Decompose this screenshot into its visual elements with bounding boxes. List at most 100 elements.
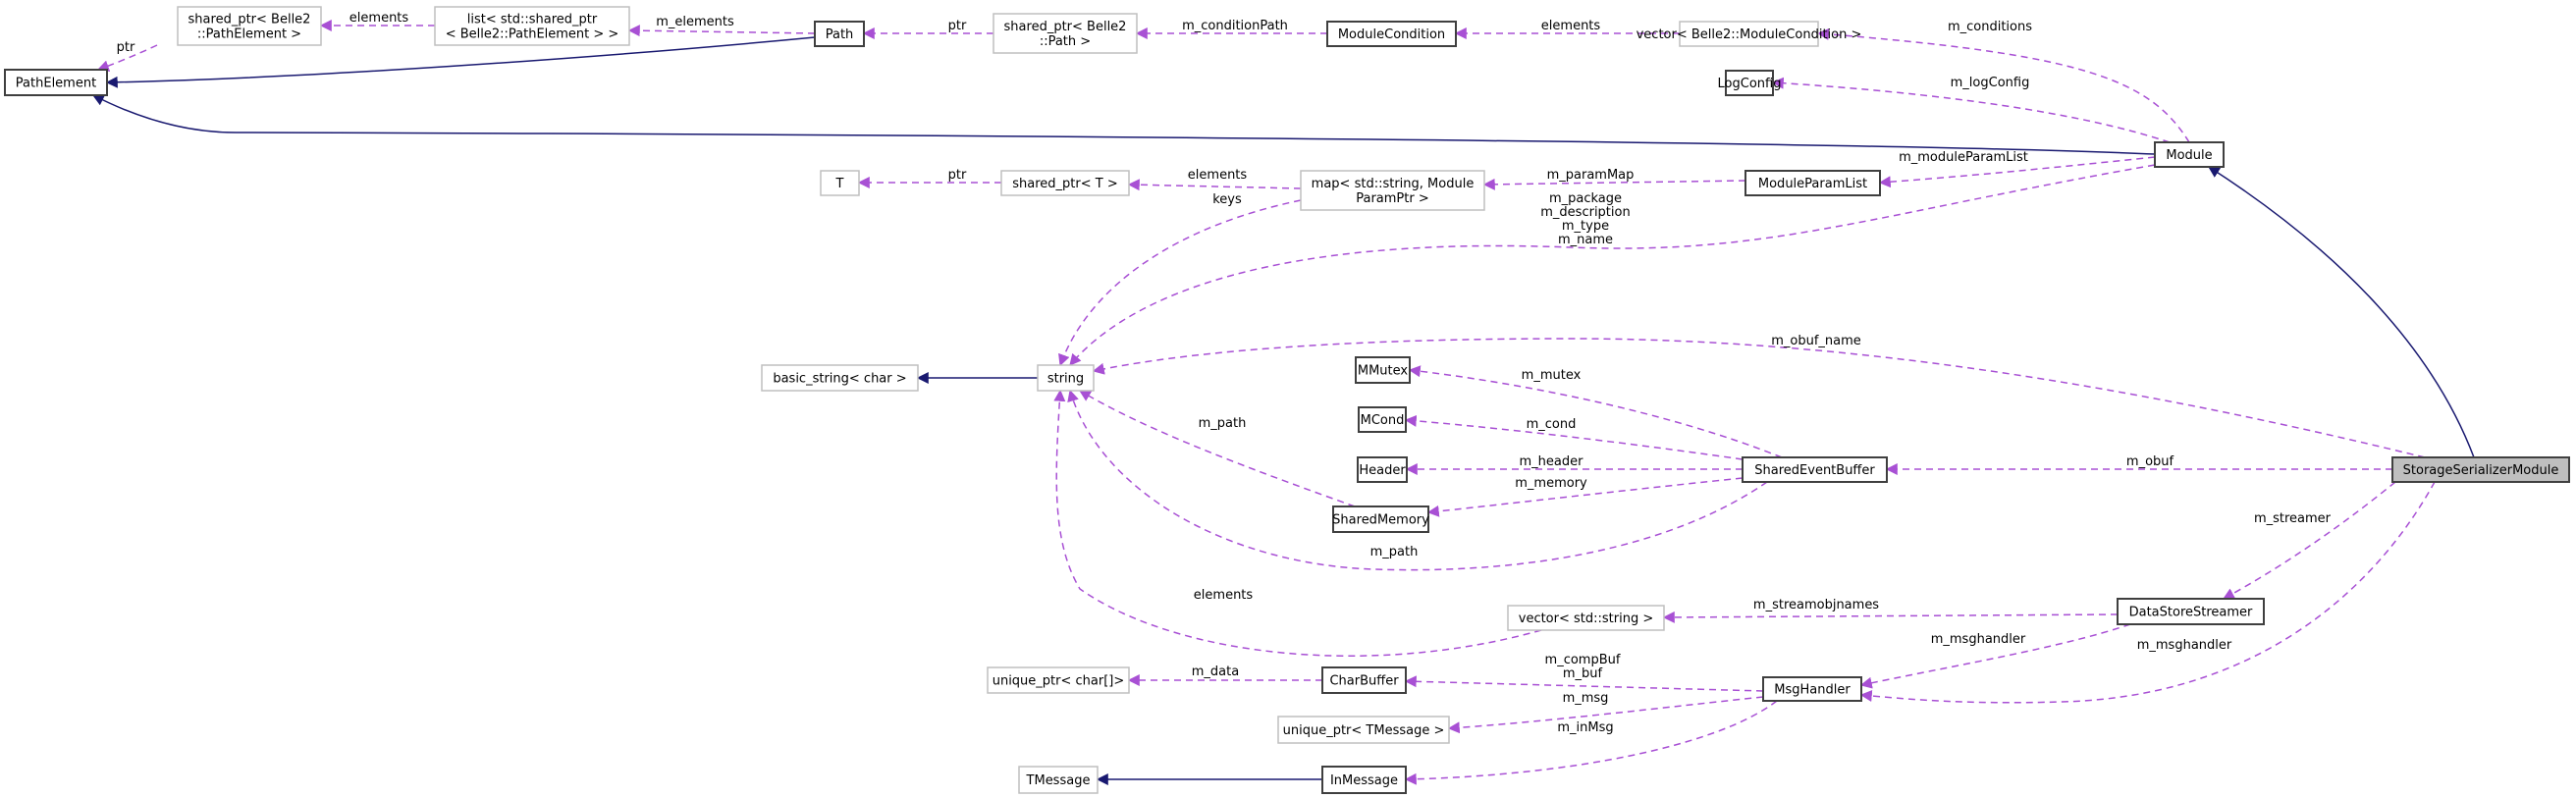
edge-label: m_path [1370, 545, 1419, 559]
edge-label-line: m_header [1520, 454, 1584, 469]
node-label: < Belle2::PathElement > > [446, 27, 619, 42]
usage-edge-msg_handler-to-unique_ptr_tmessage [1447, 696, 1764, 734]
node-label: ::Path > [1040, 34, 1091, 49]
node-label: SharedEventBuffer [1754, 463, 1875, 478]
edge-label-line: m_msg [1563, 691, 1609, 706]
edge-label-line: m_streamer [2254, 511, 2332, 526]
node-label: ::PathElement > [197, 27, 301, 42]
node-label: DataStoreStreamer [2129, 606, 2253, 620]
edge-label-line: elements [1541, 19, 1601, 33]
node-char-buffer[interactable]: CharBuffer [1321, 666, 1407, 694]
node-msg-handler[interactable]: MsgHandler [1762, 676, 1862, 702]
edge-label: elements [349, 11, 409, 26]
edge-label-line: ptr [948, 19, 967, 33]
node-module-param-list[interactable]: ModuleParamList [1744, 170, 1881, 196]
node-label: Path [826, 27, 854, 42]
edge-label-line: m_conditionPath [1182, 19, 1288, 33]
edge-label-line: m_conditions [1948, 20, 2032, 34]
node-label: MsgHandler [1774, 683, 1851, 698]
node-header[interactable]: Header [1357, 456, 1408, 483]
usage-edge-vector_string-to-string [1053, 389, 1542, 657]
node-box [2154, 141, 2225, 168]
node-box [1742, 456, 1888, 483]
edge-label-line: m_obuf_name [1771, 334, 1861, 348]
node-label: MCond [1361, 413, 1405, 428]
node-box [1300, 170, 1485, 211]
edge-label: m_obuf_name [1771, 334, 1861, 348]
edge-label: m_cond [1527, 417, 1577, 432]
node-log-config[interactable]: LogConfig [1718, 70, 1782, 96]
edge-label-line: m_name [1558, 233, 1613, 247]
node-label: StorageSerializerModule [2403, 463, 2559, 478]
usage-edge-storage_serializer_module-to-string [1092, 338, 2426, 458]
edge-label: m_logConfig [1951, 76, 2030, 90]
node-box [1744, 170, 1881, 196]
edge-label: m_header [1520, 454, 1584, 469]
node-box [1000, 170, 1130, 196]
node-label: unique_ptr< char[]> [993, 674, 1125, 689]
node-label: vector< Belle2::ModuleCondition > [1637, 27, 1862, 42]
usage-edge-shared_event_buffer-to-string [1067, 389, 1768, 571]
node-shared-memory[interactable]: SharedMemory [1332, 505, 1429, 533]
node-box [993, 13, 1138, 54]
node-label: map< std::string, Module [1312, 177, 1475, 191]
edge-label: m_mutex [1522, 368, 1582, 383]
edge-label: m_conditions [1948, 20, 2032, 34]
node-mcond[interactable]: MCond [1358, 406, 1407, 433]
edge-label-line: m_buf [1563, 666, 1603, 681]
edge-label-line: ptr [117, 40, 135, 55]
edge-label: m_streamer [2254, 511, 2332, 526]
usage-edge-module-to-module_param_list [1878, 156, 2156, 188]
node-shared-event-buffer[interactable]: SharedEventBuffer [1742, 456, 1888, 483]
node-label: ModuleParamList [1758, 177, 1867, 191]
edge-label: m_memory [1515, 476, 1587, 491]
node-storage-serializer-module: StorageSerializerModule [2391, 456, 2570, 483]
nodes-layer: PathElement shared_ptr< Belle2::PathEleme… [4, 6, 2570, 794]
node-box [1037, 364, 1095, 392]
node-label: ModuleCondition [1338, 27, 1445, 42]
usage-edge-storage_serializer_module-to-data_store_streamer [2222, 481, 2396, 600]
edge-label-line: m_mutex [1522, 368, 1582, 383]
node-label: string [1047, 372, 1084, 387]
node-mmutex[interactable]: MMutex [1355, 356, 1411, 384]
usage-edge-shared_event_buffer-to-mmutex [1408, 365, 1783, 458]
node-box [1321, 766, 1407, 794]
node-box [761, 364, 919, 392]
node-path[interactable]: Path [814, 21, 865, 47]
usage-edge-shared_event_buffer-to-mcond [1404, 414, 1744, 460]
edge-label: elements [1188, 168, 1248, 183]
edge-label-line: m_inMsg [1557, 720, 1613, 735]
node-box [1358, 406, 1407, 433]
node-shared-ptr-path-element: shared_ptr< Belle2::PathElement > [177, 6, 322, 46]
edge-label: m_msghandler [1931, 632, 2026, 647]
usage-edge-path-to-list_shared_ptr [627, 25, 816, 37]
usage-edge-shared_event_buffer-to-shared_memory [1426, 477, 1744, 517]
node-label: Header [1359, 463, 1406, 478]
edge-label: elements [1194, 588, 1254, 603]
node-data-store-streamer[interactable]: DataStoreStreamer [2117, 598, 2265, 625]
usage-edge-module_param_list-to-map_param [1482, 178, 1746, 190]
node-basic-string: basic_string< char > [761, 364, 919, 392]
usage-edge-data_store_streamer-to-vector_string [1662, 611, 2119, 623]
node-box [1332, 505, 1429, 533]
node-module[interactable]: Module [2154, 141, 2225, 168]
node-box [1018, 766, 1099, 794]
edge-label-line: elements [1194, 588, 1254, 603]
usage-edge-storage_serializer_module-to-msg_handler [1859, 481, 2436, 704]
node-label: basic_string< char > [773, 372, 906, 387]
node-vector-string: vector< std::string > [1507, 605, 1665, 631]
edge-label-line: m_package [1549, 191, 1622, 206]
node-module-condition[interactable]: ModuleCondition [1326, 21, 1457, 47]
edge-label: m_msg [1563, 691, 1609, 706]
node-box [820, 170, 860, 196]
edge-label-line: ptr [948, 168, 967, 183]
node-in-message[interactable]: InMessage [1321, 766, 1407, 794]
edge-label: ptr [117, 40, 135, 55]
node-path-element[interactable]: PathElement [4, 69, 108, 96]
edge-label: m_elements [656, 15, 734, 29]
node-box [1762, 676, 1862, 702]
